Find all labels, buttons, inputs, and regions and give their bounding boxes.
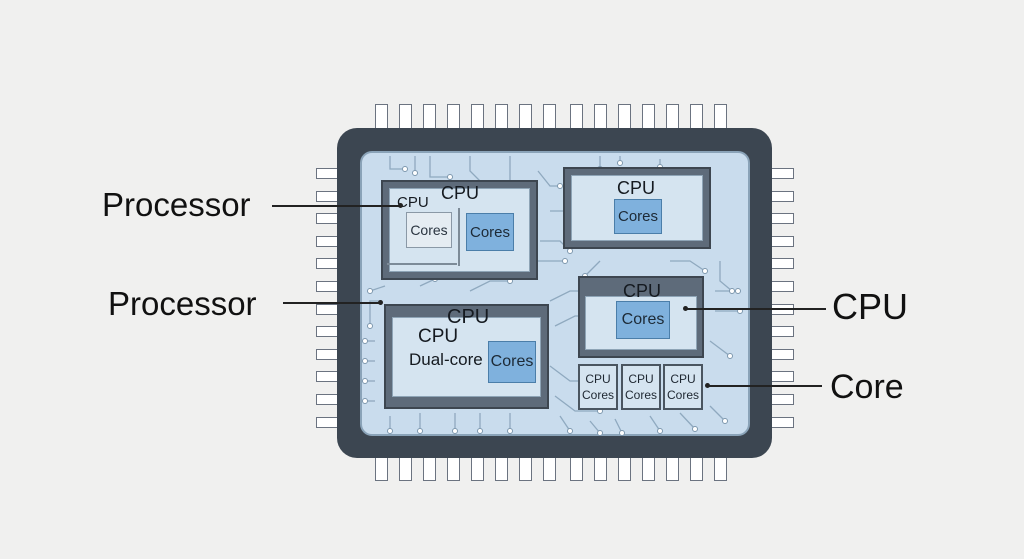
chip-pin	[770, 348, 794, 360]
chip-pin	[770, 416, 794, 428]
chip-pin	[570, 455, 583, 481]
chip-pin	[770, 371, 794, 383]
small-cpu-2: CPU Cores	[621, 364, 661, 410]
small-cpu-1-label: CPU	[585, 371, 611, 386]
chip-pin	[471, 455, 484, 481]
small-cpu-3: CPU Cores	[663, 364, 703, 410]
small-cpu-3-cores: Cores	[666, 388, 699, 402]
chip-pin	[770, 235, 794, 247]
chip-pin	[714, 455, 727, 481]
callout-processor-top: Processor	[102, 186, 251, 223]
top-left-baseline	[387, 263, 457, 265]
chip-pin	[495, 455, 508, 481]
leader-processor-top-dot	[398, 203, 403, 208]
leader-cpu	[686, 308, 826, 310]
callout-cpu: CPU	[832, 286, 909, 327]
callout-core: Core	[830, 368, 904, 406]
chip-pin	[519, 455, 532, 481]
top-right-cpu-block	[563, 167, 711, 249]
middle-right-cores: Cores	[616, 301, 670, 339]
chip-pin	[618, 455, 631, 481]
chip-pin	[447, 455, 460, 481]
leader-core-dot	[705, 383, 710, 388]
top-left-cores-highlight: Cores	[466, 213, 514, 251]
chip-pin	[423, 455, 436, 481]
small-cpu-3-label: CPU	[670, 371, 696, 386]
chip-pin	[666, 455, 679, 481]
top-left-cpu-subtitle: CPU	[397, 194, 429, 211]
small-cpu-2-label: CPU	[628, 371, 654, 386]
bottom-left-cpu-title: CPU	[447, 306, 490, 328]
chip-pin	[770, 394, 794, 405]
chip-pin	[543, 455, 556, 481]
chip-pin	[594, 455, 607, 481]
chip-pin	[375, 455, 388, 481]
top-left-cores-plain: Cores	[406, 212, 452, 248]
bottom-left-cpu-subtitle: CPU	[418, 326, 459, 347]
chip-pin	[770, 190, 794, 202]
leader-core	[708, 385, 822, 387]
small-cpu-1-cores: Cores	[581, 388, 614, 402]
callout-processor-bottom: Processor	[108, 285, 257, 322]
top-right-cores: Cores	[614, 199, 662, 234]
top-left-cpu-title: CPU	[441, 183, 480, 203]
dual-core-label: Dual-core	[409, 350, 483, 369]
middle-right-cpu-title: CPU	[623, 281, 662, 301]
leader-cpu-dot	[683, 306, 688, 311]
chip-pin	[690, 455, 703, 481]
chip-pin	[642, 455, 655, 481]
chip-pin	[770, 326, 794, 338]
top-right-cpu-title: CPU	[617, 178, 656, 198]
leader-processor-bottom	[283, 302, 381, 304]
chip-pin	[770, 168, 794, 179]
small-cpu-1: CPU Cores	[578, 364, 618, 410]
bottom-left-processor-block	[384, 304, 549, 409]
leader-processor-top	[272, 205, 400, 207]
chip-pin	[399, 455, 412, 481]
chip-pin	[770, 258, 794, 270]
small-cpu-2-cores: Cores	[624, 388, 657, 402]
top-left-divider	[458, 208, 460, 266]
bottom-left-cores: Cores	[488, 341, 536, 383]
chip-pin	[770, 213, 794, 225]
leader-processor-bottom-dot	[378, 300, 383, 305]
chip-pin	[770, 281, 794, 292]
